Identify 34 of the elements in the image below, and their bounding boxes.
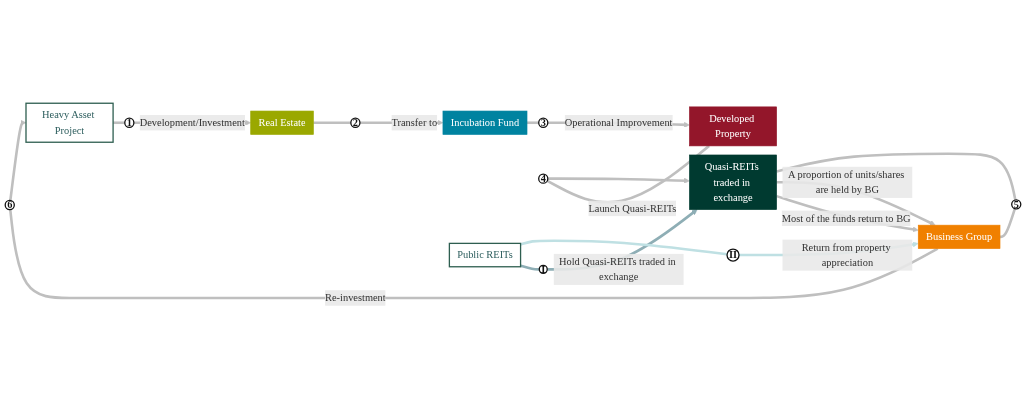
node-box: Real Estate [250, 110, 314, 135]
edge-label: A proportion of units/shares are held by BG [787, 168, 905, 196]
node-circle: II [726, 248, 740, 262]
connector [999, 208, 1017, 239]
edge-label: Development/Investment [139, 116, 245, 128]
edge-label: Return from property appreciation [801, 241, 891, 269]
connector [776, 152, 1017, 201]
node-circle: 2 [350, 117, 361, 128]
node-circle: 5 [1011, 199, 1022, 210]
edge-label: Hold Quasi-REITs traded in exchange [558, 255, 676, 283]
node-box: Public REITs [448, 242, 522, 268]
node-circle: I [538, 264, 548, 274]
node-circle: 4 [538, 173, 549, 184]
node-box: Quasi-REITs traded in exchange [689, 154, 777, 210]
connector [520, 264, 540, 271]
node-box: Heavy Asset Project [25, 102, 114, 143]
arrow [9, 119, 27, 201]
node-box: Incubation Fund [442, 110, 528, 135]
connector [546, 144, 710, 204]
connector [520, 239, 728, 256]
node-circle: 3 [538, 117, 549, 128]
edge-label: Operational Improvement [564, 116, 673, 128]
node-box: Business Group [917, 224, 1001, 249]
edge-label: Launch Quasi-REITs [588, 202, 677, 214]
arrow [547, 177, 690, 184]
node-circle: 1 [124, 117, 135, 128]
connector [526, 121, 540, 125]
connector [313, 121, 351, 125]
node-box: Developed Property [689, 106, 777, 147]
arrow [776, 194, 919, 233]
edge-label: Most of the funds return to BG [781, 212, 911, 224]
edge-label: Re-investment [325, 292, 386, 304]
node-circle: 6 [4, 199, 15, 211]
edge-label: Transfer to [391, 116, 438, 128]
